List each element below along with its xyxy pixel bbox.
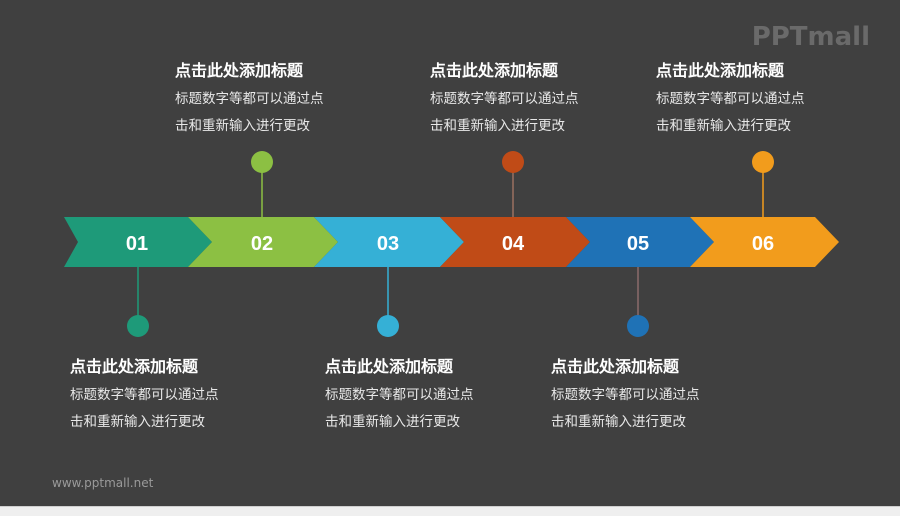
arrow-segment-04[interactable]: [440, 217, 590, 267]
item-desc-line2[interactable]: 击和重新输入进行更改: [70, 414, 205, 430]
item-desc-line2[interactable]: 击和重新输入进行更改: [430, 118, 565, 134]
item-desc-line1[interactable]: 标题数字等都可以通过点: [325, 387, 474, 403]
item-title[interactable]: 点击此处添加标题: [430, 61, 559, 80]
item-desc-line2[interactable]: 击和重新输入进行更改: [551, 414, 686, 430]
segment-label-06: 06: [752, 233, 774, 255]
text-block-02: 点击此处添加标题 标题数字等都可以通过点 击和重新输入进行更改: [175, 60, 324, 140]
arrow-segment-02[interactable]: [188, 217, 338, 267]
marker-dot-04: [502, 151, 524, 173]
marker-dot-05: [627, 315, 649, 337]
marker-dot-02: [251, 151, 273, 173]
text-block-04: 点击此处添加标题 标题数字等都可以通过点 击和重新输入进行更改: [430, 60, 579, 140]
item-title[interactable]: 点击此处添加标题: [325, 357, 454, 376]
item-desc-line1[interactable]: 标题数字等都可以通过点: [430, 91, 579, 107]
pptmall-logo: PPTmall: [751, 22, 870, 52]
item-desc-line1[interactable]: 标题数字等都可以通过点: [551, 387, 700, 403]
segment-label-03: 03: [377, 233, 399, 255]
segment-label-05: 05: [627, 233, 649, 255]
marker-dot-01: [127, 315, 149, 337]
footer-url: www.pptmall.net: [52, 476, 154, 490]
item-desc-line1[interactable]: 标题数字等都可以通过点: [656, 91, 805, 107]
item-desc-line2[interactable]: 击和重新输入进行更改: [325, 414, 460, 430]
item-desc-line1[interactable]: 标题数字等都可以通过点: [70, 387, 219, 403]
item-title[interactable]: 点击此处添加标题: [175, 61, 304, 80]
item-title[interactable]: 点击此处添加标题: [656, 61, 785, 80]
item-title[interactable]: 点击此处添加标题: [70, 357, 199, 376]
item-desc-line2[interactable]: 击和重新输入进行更改: [175, 118, 310, 134]
arrow-segment-05[interactable]: [566, 217, 714, 267]
arrow-segment-06[interactable]: [690, 217, 839, 267]
item-desc-line2[interactable]: 击和重新输入进行更改: [656, 118, 791, 134]
segment-label-02: 02: [251, 233, 273, 255]
marker-dot-03: [377, 315, 399, 337]
text-block-06: 点击此处添加标题 标题数字等都可以通过点 击和重新输入进行更改: [656, 60, 805, 140]
text-block-01: 点击此处添加标题 标题数字等都可以通过点 击和重新输入进行更改: [70, 356, 219, 436]
arrow-segment-01[interactable]: [64, 217, 212, 267]
text-block-05: 点击此处添加标题 标题数字等都可以通过点 击和重新输入进行更改: [551, 356, 700, 436]
segment-label-04: 04: [502, 233, 525, 255]
segment-label-01: 01: [126, 233, 148, 255]
marker-dot-06: [752, 151, 774, 173]
text-block-03: 点击此处添加标题 标题数字等都可以通过点 击和重新输入进行更改: [325, 356, 474, 436]
arrow-segment-03[interactable]: [314, 217, 464, 267]
item-title[interactable]: 点击此处添加标题: [551, 357, 680, 376]
item-desc-line1[interactable]: 标题数字等都可以通过点: [175, 91, 324, 107]
bottom-strip: [0, 506, 900, 516]
